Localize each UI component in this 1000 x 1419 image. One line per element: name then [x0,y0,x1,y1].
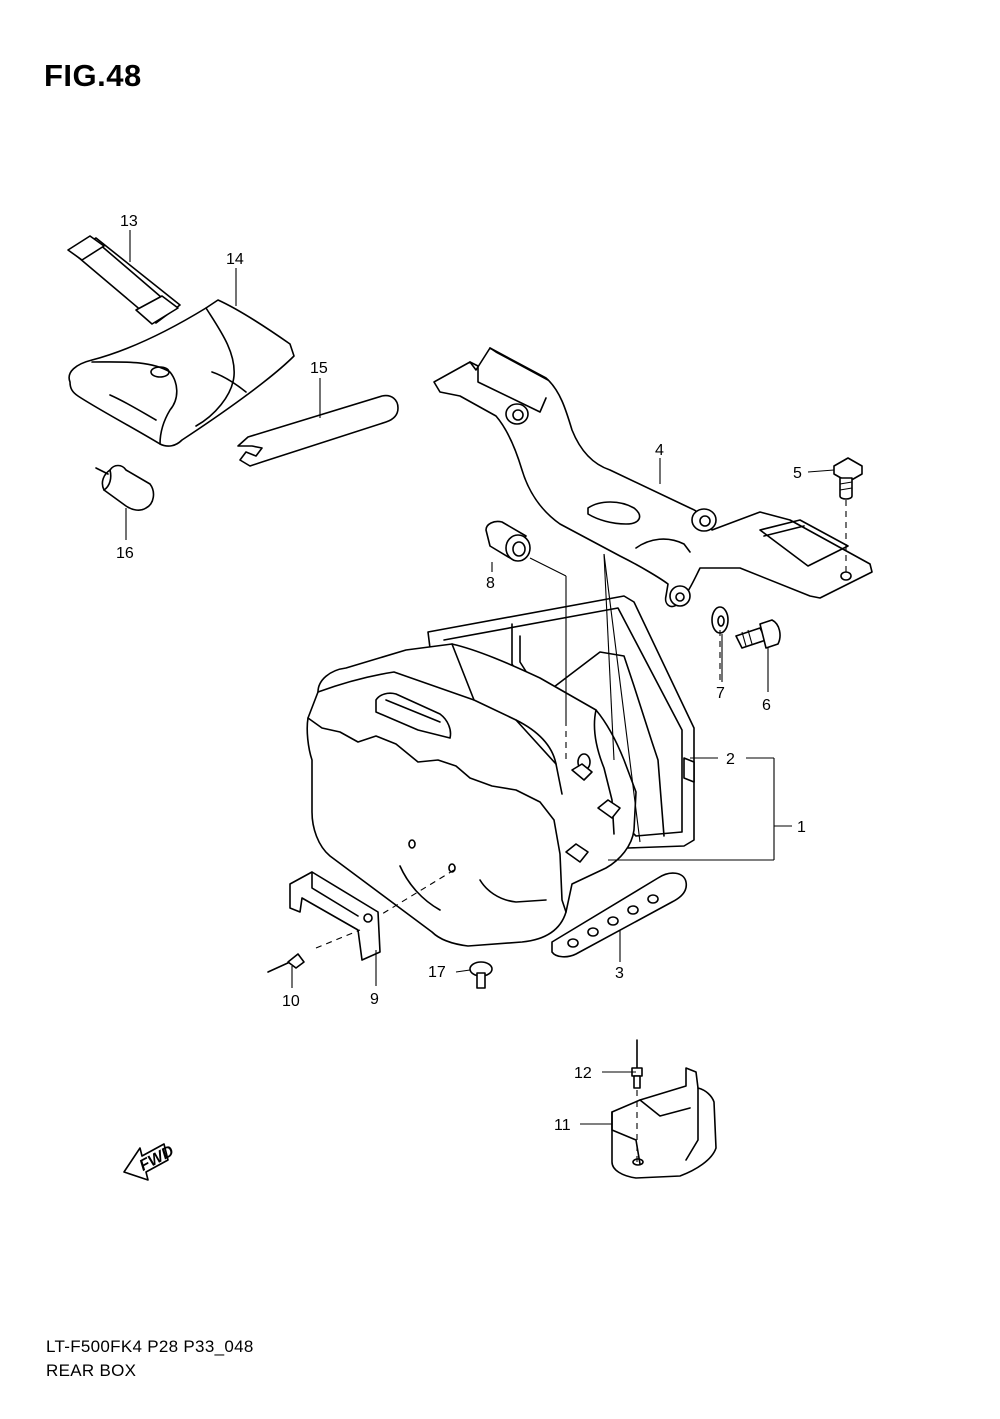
part-6-bolt[interactable] [735,619,781,649]
part-12-rivet[interactable] [631,1039,643,1089]
callout-15: 15 [310,360,328,377]
part-3-plate[interactable] [551,872,688,958]
callout-labels: 13 14 15 16 4 5 8 7 6 2 1 3 17 9 10 12 1… [116,213,806,1134]
part-1-rear-box[interactable] [306,643,637,947]
callout-10: 10 [282,993,300,1010]
part-14-cover-bag[interactable] [68,299,295,447]
callout-7: 7 [716,685,725,702]
part-13-strap[interactable] [67,235,181,325]
callout-4: 4 [655,442,664,459]
callout-8: 8 [486,575,495,592]
callout-17: 17 [428,964,446,981]
callout-13: 13 [120,213,138,230]
part-4-bracket[interactable] [433,347,873,608]
callout-1: 1 [797,819,806,836]
callout-16: 16 [116,545,134,562]
callout-11: 11 [554,1117,571,1134]
part-10-rivet[interactable] [267,953,305,973]
assembly-guide-lines [315,500,847,1164]
callout-6: 6 [762,697,771,714]
leader-lines [125,230,835,1125]
figure-caption: REAR BOX [46,1361,137,1380]
callout-3: 3 [615,965,624,982]
part-7-washer[interactable] [711,606,729,634]
part-15-spanner[interactable] [237,394,399,467]
part-8-collar[interactable] [485,520,531,562]
model-code: LT-F500FK4 P28 P33_048 [46,1337,254,1356]
fwd-arrow-icon: FWD [123,1142,177,1181]
callout-14: 14 [226,251,244,268]
figure-title: FIG.48 [44,58,142,93]
part-9-bracket[interactable] [289,871,381,961]
callout-2: 2 [726,751,735,768]
part-5-bolt[interactable] [833,457,863,500]
callout-9: 9 [370,991,379,1008]
part-17-screw[interactable] [469,961,493,989]
part-11-bracket[interactable] [611,1067,717,1179]
callout-12: 12 [574,1065,592,1082]
callout-5: 5 [793,465,802,482]
part-16-plug[interactable] [95,464,155,511]
